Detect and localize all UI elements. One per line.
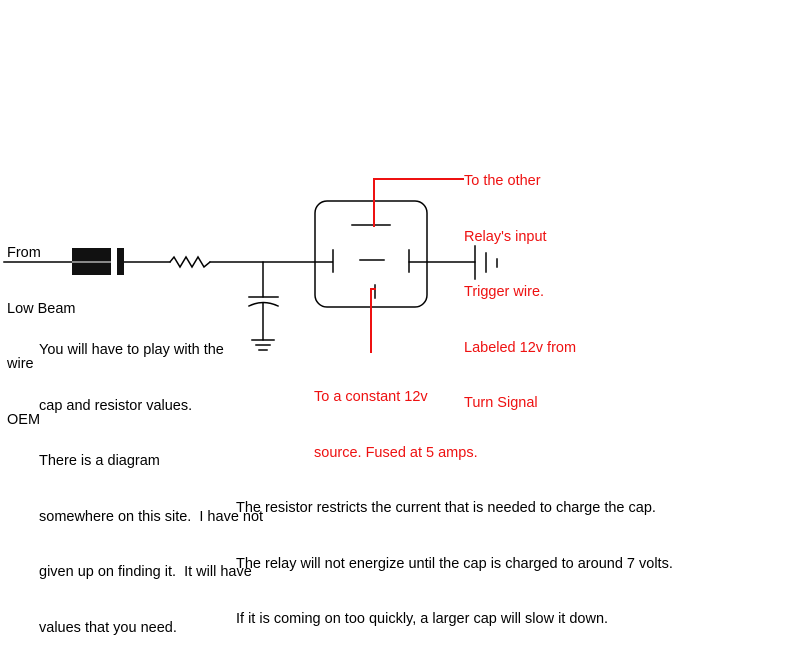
source-label-line: From: [7, 245, 41, 261]
constant-label: To a constant 12v source. Fused at 5 amp…: [314, 351, 478, 481]
values-note-line: You will have to play with the: [39, 342, 224, 358]
resistor: [168, 255, 212, 269]
trigger-leader: [373, 178, 464, 227]
values-note: You will have to play with the cap and r…: [39, 304, 263, 656]
constant-label-line: source. Fused at 5 amps.: [314, 444, 478, 461]
circuit-diagram: [3, 178, 498, 353]
values-note-line: cap and resistor values.: [39, 397, 193, 414]
diode: [72, 248, 124, 275]
values-note-line: somewhere on this site. I have not: [39, 508, 264, 525]
trigger-label: To the other Relay's input Trigger wire.…: [464, 135, 576, 431]
explanation-line: If it is coming on too quickly, a larger…: [236, 611, 609, 627]
values-note-line: given up on finding it. It will have: [39, 564, 252, 580]
constant-label-line: To a constant 12v: [314, 389, 428, 405]
trigger-label-line: Turn Signal: [464, 395, 538, 411]
source-label-line: wire: [7, 356, 34, 372]
source-label-line: Low Beam: [7, 300, 76, 317]
constant-leader: [370, 288, 376, 353]
source-label-line: OEM: [7, 411, 41, 428]
source-label: From Low Beam wire OEM: [7, 207, 76, 448]
explanation-note: The resistor restricts the current that …: [236, 462, 673, 647]
trigger-label-line: Labeled 12v from: [464, 339, 577, 356]
trigger-label-line: Trigger wire.: [464, 284, 545, 300]
values-note-line: values that you need.: [39, 619, 177, 636]
explanation-line: The relay will not energize until the ca…: [236, 555, 673, 572]
trigger-label-line: Relay's input: [464, 228, 547, 245]
diode-band: [111, 248, 117, 275]
explanation-line: The resistor restricts the current that …: [236, 500, 656, 516]
values-note-line: There is a diagram: [39, 453, 160, 469]
trigger-label-line: To the other: [464, 173, 541, 189]
